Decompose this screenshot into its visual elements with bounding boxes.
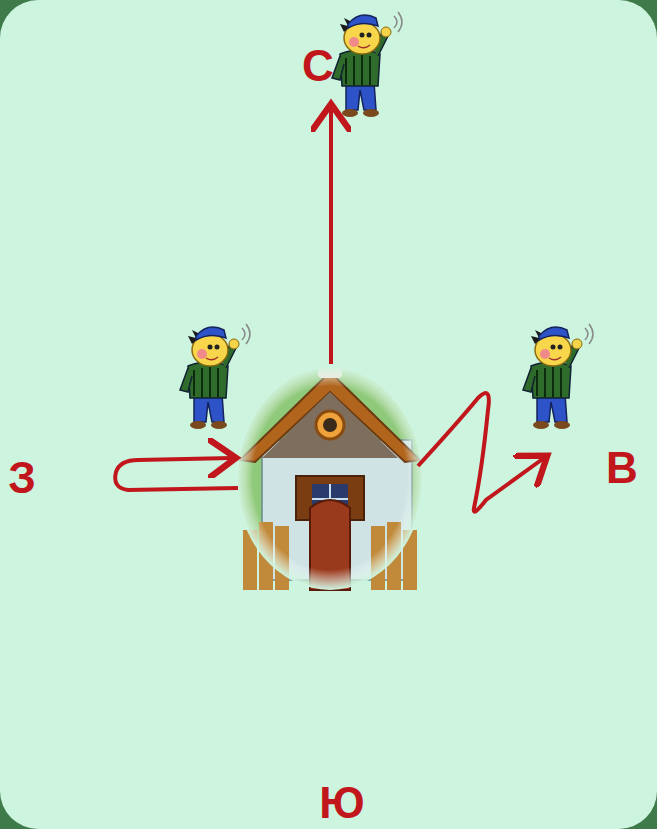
north-arrow	[329, 108, 333, 364]
zigzag-arrow	[418, 393, 544, 511]
direction-label: Ю	[319, 781, 364, 825]
character-figure	[332, 12, 402, 117]
direction-label: В	[606, 446, 638, 490]
character-figure	[523, 324, 593, 429]
loop-arrow	[115, 458, 238, 490]
house-picture	[236, 366, 424, 590]
direction-label: З	[8, 456, 36, 500]
character-figure	[180, 324, 250, 429]
direction-label: С	[302, 44, 334, 88]
